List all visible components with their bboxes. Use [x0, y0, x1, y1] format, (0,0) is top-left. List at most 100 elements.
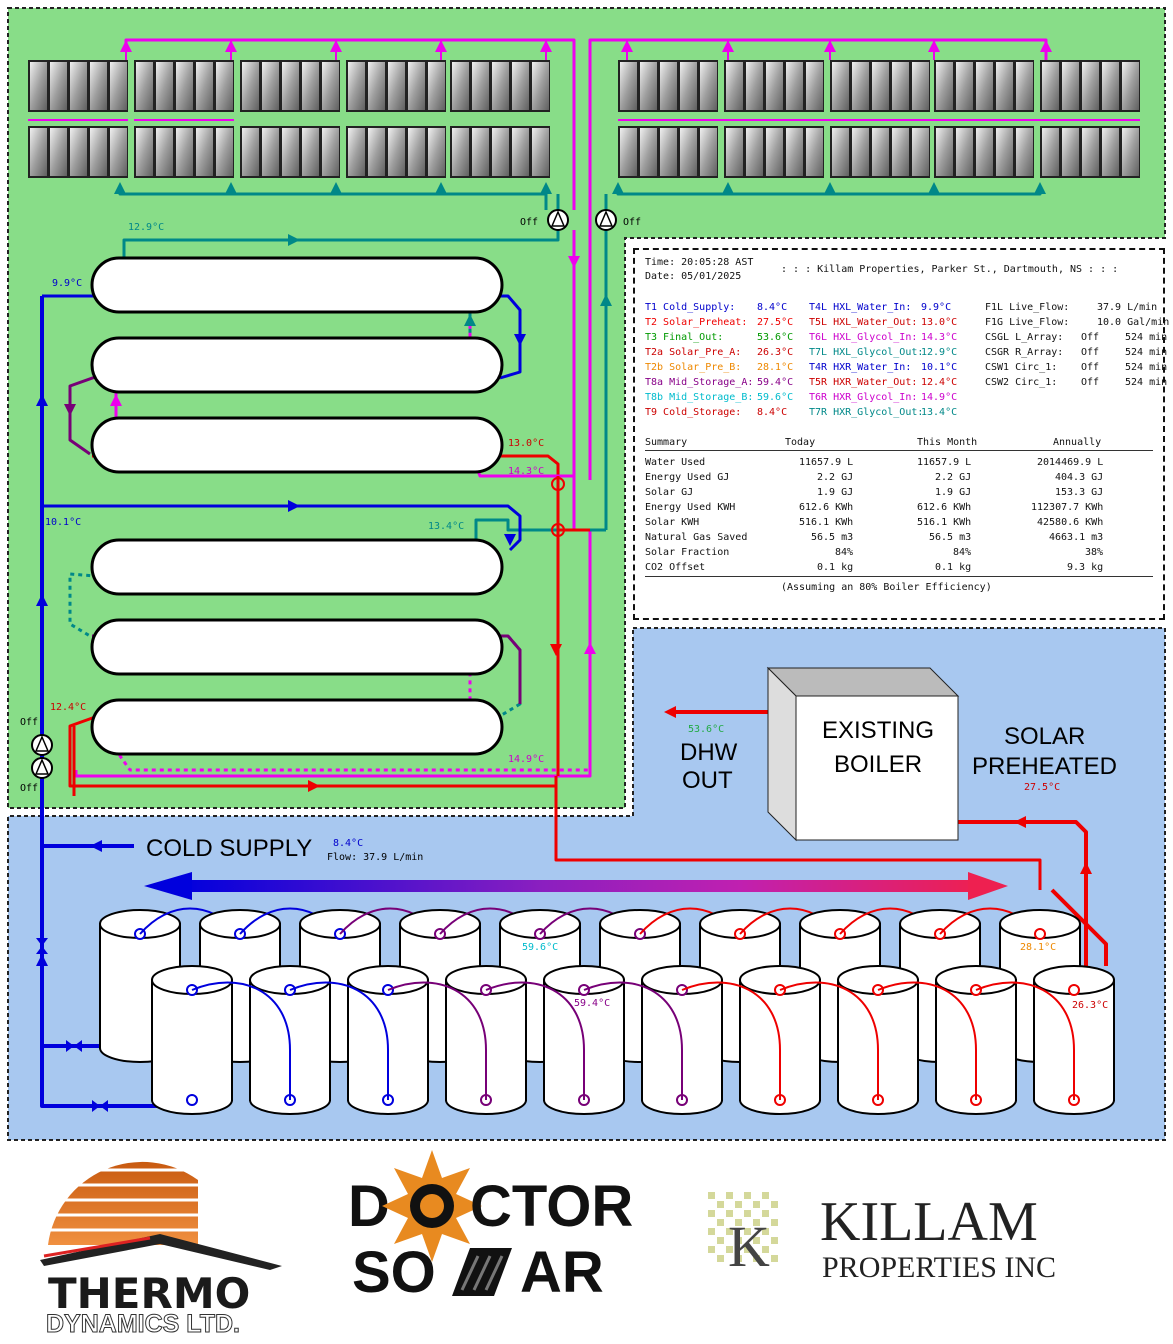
solar-panel [724, 126, 824, 178]
dhw-temp: 53.6°C [688, 724, 724, 735]
storage-tanks [99, 907, 1115, 1115]
sensor-row: T9 Cold_Storage:8.4°C [645, 407, 787, 418]
summary-cell: 516.1 KWh [799, 517, 854, 528]
pump-left-array[interactable] [547, 209, 569, 231]
solar-panel [450, 60, 550, 112]
pump-right-array[interactable] [595, 209, 617, 231]
pump-left-array-status: Off [520, 217, 538, 228]
solar-panel [240, 60, 340, 112]
summary-cell: 56.5 m3 [811, 532, 854, 543]
summary-cell: 153.3 GJ [1055, 487, 1104, 498]
valve-icon[interactable] [36, 938, 48, 954]
sensor-value: 59.6°C [757, 392, 794, 403]
tank-mid-b-temp: 59.6°C [522, 942, 558, 953]
valve-icon[interactable] [92, 1100, 108, 1112]
sensor-label: T2a Solar_Pre_A: [645, 347, 742, 358]
solar-panel [450, 126, 550, 178]
sensor-label: F1L Live_Flow: [985, 302, 1070, 313]
sensor-label: CSW2 Circ_1: [985, 377, 1058, 388]
sensor-value: 10.0 Gal/min [1097, 317, 1170, 328]
hx-sensor-row: T7R HXR_Glycol_Out:13.4°C [809, 407, 957, 418]
solar-panel-icon [452, 1248, 512, 1296]
killam-logo-line1: KILLAM [820, 1191, 1038, 1253]
solar-panel [830, 126, 930, 178]
sensor-value: 13.4°C [921, 407, 958, 418]
solar-panel [618, 60, 718, 112]
sensor-row: T3 Final_Out:53.6°C [645, 332, 793, 343]
heat-exchangers [90, 256, 504, 756]
solar-panel [724, 60, 824, 112]
valve-icon[interactable] [66, 1040, 82, 1052]
pump-circ-2-status: Off [20, 783, 38, 794]
collector-loop-area [7, 7, 1166, 809]
sensor-label: T6L HXL_Glycol_In: [809, 332, 918, 343]
sensor-label: CSGR R_Array: [985, 347, 1064, 358]
solar-panel [134, 60, 234, 112]
sensor-row: T8a Mid_Storage_A:59.4°C [645, 377, 793, 388]
sensor-value: 8.4°C [757, 407, 788, 418]
summary-footnote: (Assuming an 80% Boiler Efficiency) [781, 582, 992, 593]
solar-logo-so: SO [352, 1240, 436, 1305]
summary-cell: 9.3 kg [1067, 562, 1104, 573]
summary-cell: 11657.9 L [917, 457, 972, 468]
summary-cell: 516.1 KWh [917, 517, 972, 528]
sensor-value: 26.3°C [757, 347, 794, 358]
divider [645, 450, 1153, 451]
sensor-value: 10.1°C [921, 362, 958, 373]
summary-divider [645, 576, 1153, 577]
thermo-dynamics-logo: THERMO DYNAMICS LTD. [40, 1161, 282, 1339]
summary-header: This Month [917, 437, 978, 448]
summary-cell: 612.6 KWh [917, 502, 972, 513]
existing-boiler: EXISTING BOILER [766, 666, 960, 842]
summary-cell: 112307.7 KWh [1031, 502, 1104, 513]
summary-cell: 2014469.9 L [1037, 457, 1104, 468]
pump-circ-2[interactable] [31, 757, 53, 779]
thermo-logo-line1: THERMO [48, 1269, 250, 1318]
sensor-value: 59.4°C [757, 377, 794, 388]
hx-sensor-row: T5R HXR_Water_Out:12.4°C [809, 377, 957, 388]
sensor-value: 14.3°C [921, 332, 958, 343]
summary-cell: Solar GJ [645, 487, 694, 498]
killam-grid-icon [708, 1192, 778, 1262]
sensor-value: Off [1081, 362, 1100, 373]
sensor-label: T2 Solar_Preheat: [645, 317, 748, 328]
summary-cell: 56.5 m3 [929, 532, 972, 543]
summary-cell: 0.1 kg [817, 562, 854, 573]
sensor-label: T1 Cold_Supply: [645, 302, 736, 313]
summary-cell: Water Used [645, 457, 706, 468]
sensor-label: T7L HXL_Glycol_Out: [809, 347, 924, 358]
sensor-value: 28.1°C [757, 362, 794, 373]
runtime-value: 524 min [1125, 362, 1168, 373]
solar-panel [346, 60, 446, 112]
preheat-label-line1: SOLAR [1004, 723, 1085, 750]
solar-panel [240, 126, 340, 178]
storage-flow-arrow [144, 872, 1008, 900]
hxr-glycol-out-temp: 13.4°C [428, 521, 464, 532]
pump-circ-1[interactable] [31, 734, 53, 756]
runtime-value: 524 min [1125, 347, 1168, 358]
sensor-label: T2b Solar_Pre_B: [645, 362, 742, 373]
solar-panel [1040, 60, 1140, 112]
solar-panel [1040, 126, 1140, 178]
killam-logo: K KILLAM PROPERTIES INC [708, 1191, 1056, 1284]
sensor-value: 37.9 L/min [1097, 302, 1158, 313]
hxl-water-out-temp: 13.0°C [508, 438, 544, 449]
sensor-value: 14.9°C [921, 392, 958, 403]
sensor-label: T5L HXL_Water_Out: [809, 317, 918, 328]
summary-cell: 404.3 GJ [1055, 472, 1104, 483]
hx-sensor-row: T4L HXL_Water_In:9.9°C [809, 302, 951, 313]
sensor-label: T3 Final_Out: [645, 332, 724, 343]
summary-cell: 11657.9 L [799, 457, 854, 468]
sensor-value: Off [1081, 332, 1100, 343]
sensor-label: F1G Live_Flow: [985, 317, 1070, 328]
summary-cell: 1.9 GJ [817, 487, 854, 498]
sensor-value: 12.4°C [921, 377, 958, 388]
summary-cell: Solar Fraction [645, 547, 730, 558]
tank-pre-a-temp: 26.3°C [1072, 1000, 1108, 1011]
solar-panel [28, 126, 128, 178]
hx-tube [90, 336, 504, 394]
summary-cell: 2.2 GJ [935, 472, 972, 483]
preheat-temp: 27.5°C [1024, 782, 1060, 793]
